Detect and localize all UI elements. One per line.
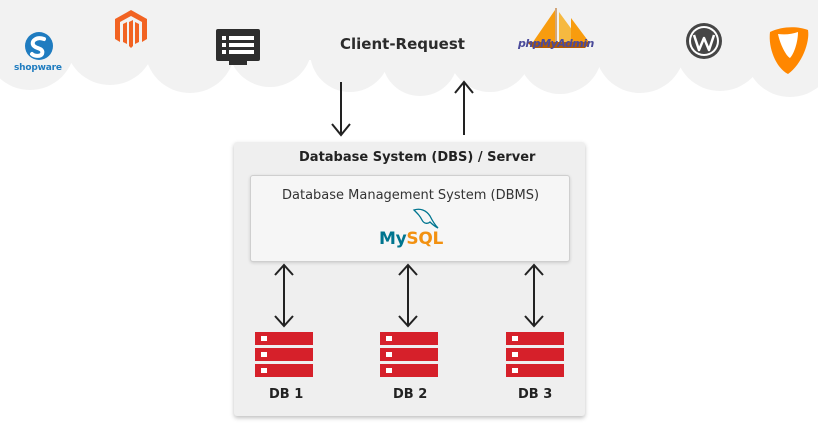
db1-label: DB 1 <box>269 387 304 402</box>
db2-double-arrow <box>398 263 418 328</box>
db1-server-stack-icon <box>255 332 313 377</box>
client-request-label: Client-Request <box>340 35 465 53</box>
phpmyadmin-icon <box>527 8 591 48</box>
cloud-background <box>0 0 818 97</box>
db3-double-arrow <box>524 263 544 328</box>
db3-server-stack-icon <box>506 332 564 377</box>
dbms-box <box>250 175 570 262</box>
server-title: Database System (DBS) / Server <box>299 150 536 165</box>
mysql-sql-text: SQL <box>406 229 444 249</box>
shopware-label: shopware <box>14 63 62 73</box>
phpmyadmin-label: phpMyAdmin <box>518 37 594 50</box>
magento-icon <box>115 10 147 48</box>
mysql-my-text: My <box>379 229 407 249</box>
wordpress-icon <box>686 23 722 59</box>
mysql-dolphin-icon <box>412 208 439 229</box>
request-down-arrow <box>331 82 351 137</box>
db2-label: DB 2 <box>393 387 428 402</box>
mysql-logo-text: MySQL <box>379 229 443 249</box>
db1-double-arrow <box>274 263 294 328</box>
db2-server-stack-icon <box>380 332 438 377</box>
dbms-title: Database Management System (DBMS) <box>282 188 540 203</box>
typo3-icon <box>769 27 809 74</box>
db3-label: DB 3 <box>518 387 553 402</box>
monitor-list-icon <box>216 29 260 65</box>
shopware-icon <box>25 32 53 60</box>
response-up-arrow <box>454 80 474 135</box>
